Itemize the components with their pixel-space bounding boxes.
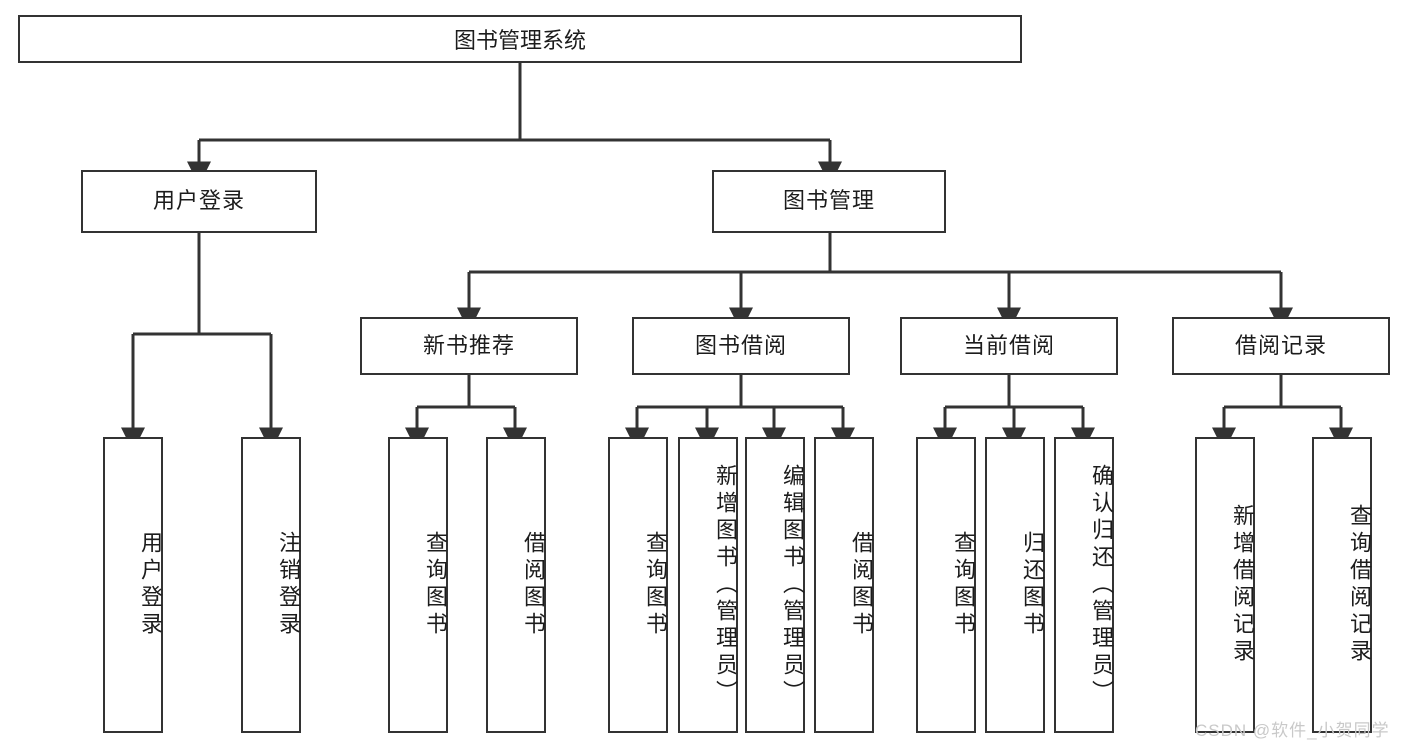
- node-current-borrow[interactable]: 当前借阅: [900, 317, 1118, 375]
- node-label: 用户登录: [138, 531, 163, 639]
- node-label: 查询图书: [643, 531, 668, 639]
- node-label: 归还图书: [1020, 531, 1045, 639]
- node-label: 注销登录: [276, 531, 301, 639]
- leaf-borrow-book-recommend[interactable]: 借阅图书: [486, 437, 546, 733]
- node-label: 用户登录: [152, 188, 245, 214]
- node-label: 查询图书: [423, 531, 448, 639]
- node-label: 查询图书: [951, 531, 976, 639]
- node-new-book-recommend[interactable]: 新书推荐: [360, 317, 578, 375]
- leaf-query-book-borrow[interactable]: 查询图书: [608, 437, 668, 733]
- leaf-return-book[interactable]: 归还图书: [985, 437, 1045, 733]
- node-label: 当前借阅: [962, 332, 1055, 358]
- node-label: 借阅图书: [521, 531, 546, 639]
- node-label: 确认归还（管理员）: [1089, 463, 1114, 707]
- leaf-borrow-book[interactable]: 借阅图书: [814, 437, 874, 733]
- node-label: 图书借阅: [694, 332, 787, 358]
- node-book-borrow[interactable]: 图书借阅: [632, 317, 850, 375]
- leaf-add-borrow-record[interactable]: 新增借阅记录: [1195, 437, 1255, 733]
- node-book-management[interactable]: 图书管理: [712, 170, 946, 233]
- leaf-edit-book-admin[interactable]: 编辑图书（管理员）: [745, 437, 805, 733]
- node-user-login[interactable]: 用户登录: [81, 170, 317, 233]
- node-label: 查询借阅记录: [1347, 504, 1372, 666]
- node-label: 新增图书（管理员）: [713, 463, 738, 707]
- node-label: 图书管理系统: [453, 28, 586, 53]
- leaf-user-login[interactable]: 用户登录: [103, 437, 163, 733]
- node-root-book-management-system[interactable]: 图书管理系统: [18, 15, 1022, 63]
- node-label: 新增借阅记录: [1230, 504, 1255, 666]
- leaf-confirm-return-admin[interactable]: 确认归还（管理员）: [1054, 437, 1114, 733]
- leaf-query-book-current[interactable]: 查询图书: [916, 437, 976, 733]
- node-borrow-record[interactable]: 借阅记录: [1172, 317, 1390, 375]
- leaf-query-borrow-record[interactable]: 查询借阅记录: [1312, 437, 1372, 733]
- node-label: 编辑图书（管理员）: [780, 463, 805, 707]
- node-label: 借阅记录: [1234, 332, 1327, 358]
- leaf-add-book-admin[interactable]: 新增图书（管理员）: [678, 437, 738, 733]
- node-label: 图书管理: [782, 188, 875, 214]
- leaf-query-book-recommend[interactable]: 查询图书: [388, 437, 448, 733]
- leaf-logout[interactable]: 注销登录: [241, 437, 301, 733]
- csdn-watermark: CSDN @软件_小贺同学: [1195, 721, 1390, 740]
- node-label: 借阅图书: [849, 531, 874, 639]
- node-label: 新书推荐: [422, 332, 515, 358]
